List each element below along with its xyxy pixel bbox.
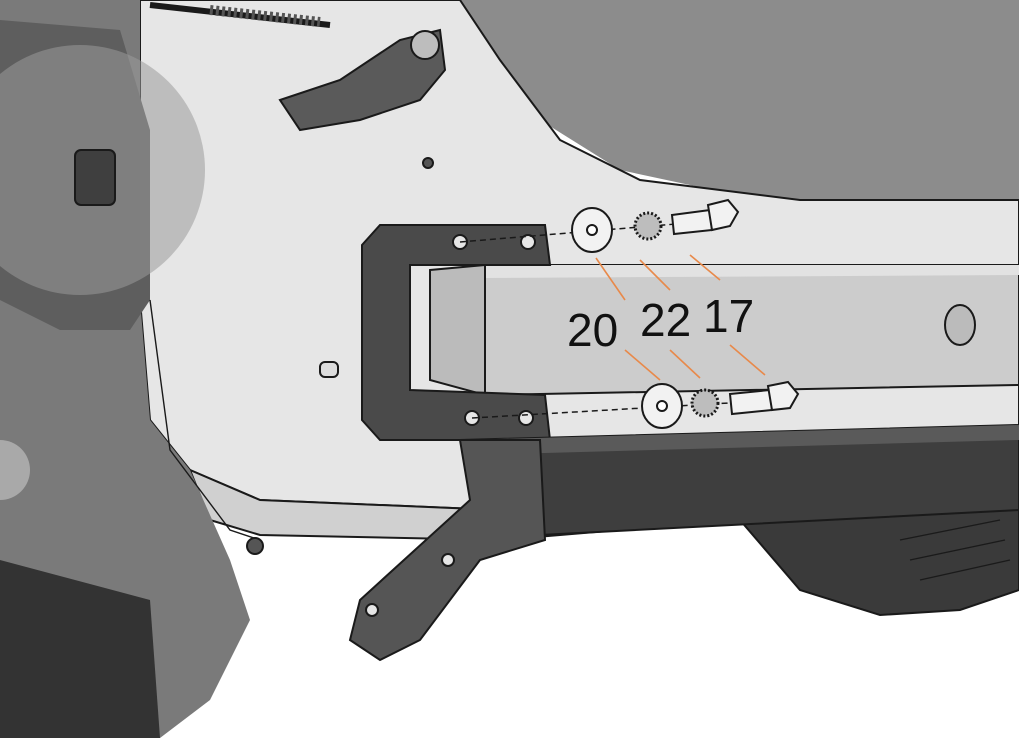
upper-lock-washer: [633, 211, 663, 241]
upper-flat-washer-hole: [586, 224, 598, 236]
fender-lip: [149, 299, 261, 541]
lower-flat-washer-hole: [656, 400, 668, 412]
panel-plug: [319, 361, 339, 378]
leader-bolt-lower: [729, 344, 766, 376]
lower-bolt-axis: [471, 399, 781, 419]
frame-rail-inner: [429, 263, 486, 397]
lower-fastener: [246, 537, 264, 555]
tire-tread: [899, 519, 1011, 581]
hitch-arm-hole-2: [365, 603, 379, 617]
fender-bracket: [74, 149, 116, 206]
shadow-circle-bottom: [0, 440, 30, 500]
spring-coil: [209, 5, 321, 27]
leader-washer-lower: [624, 349, 661, 381]
callout-bolt: 17: [703, 290, 754, 342]
lower-bolt-shank: [728, 388, 774, 416]
hitch-arm-hole-1: [441, 553, 455, 567]
cable-fitting: [410, 30, 440, 60]
callout-lock-washer: 22: [640, 294, 691, 346]
leader-washer-upper: [595, 257, 626, 301]
left-tire: [0, 560, 160, 738]
lower-bolt-head: [766, 380, 800, 412]
hitch-arm: [348, 439, 547, 662]
leader-lockwasher-lower: [669, 349, 701, 379]
leader-lines: [595, 254, 766, 381]
bracket-hole-4: [518, 410, 534, 426]
panel-bolt: [422, 157, 434, 169]
hitch-side-bracket: [361, 224, 552, 441]
lower-lock-washer: [690, 388, 720, 418]
callout-washer: 20: [567, 304, 618, 356]
leader-lockwasher-upper: [639, 259, 671, 291]
cable-mount: [278, 28, 447, 132]
frame-rail-top-face: [485, 265, 1019, 278]
leader-bolt-upper: [689, 254, 721, 281]
bracket-hole-2: [520, 234, 536, 250]
frame-rail-hole: [944, 304, 976, 346]
upper-bolt-shank: [670, 208, 714, 236]
upper-bolt-head: [706, 198, 740, 232]
hitch-crossbar-top: [460, 425, 1019, 455]
